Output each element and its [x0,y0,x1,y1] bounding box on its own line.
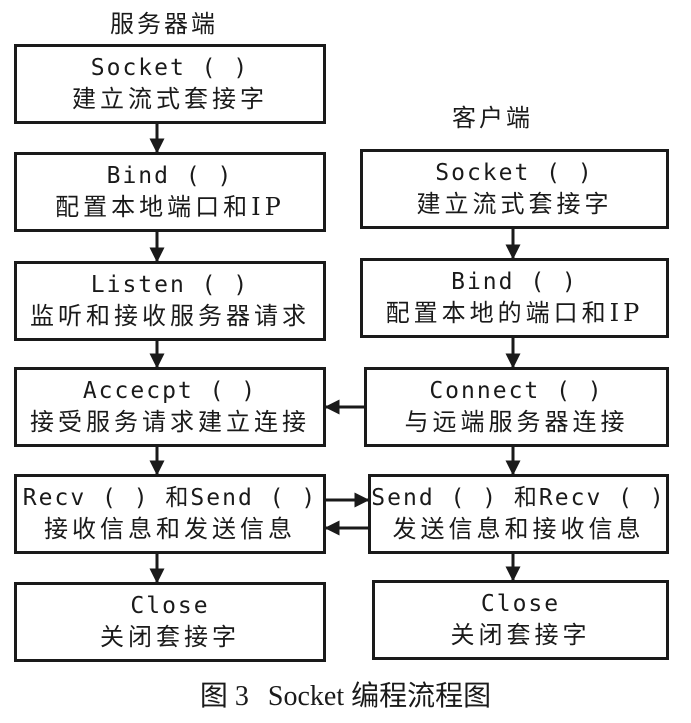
step-function: Socket ( ) [435,160,594,186]
step-function: Connect ( ) [429,378,604,404]
server-socket-step: Socket ( ) 建立流式套接字 [14,44,326,124]
figure-label: 图 3 [199,681,249,712]
step-description: 发送信息和接收信息 [392,515,645,543]
step-function: Send ( ) 和Recv ( ) [371,485,666,511]
step-description: 关闭套接字 [450,621,591,649]
step-function: Listen ( ) [90,272,250,298]
step-description: 配置本地的端口和IP [385,299,644,327]
step-function: Close [130,593,210,619]
step-description: 建立流式套接字 [72,85,268,113]
step-function: Bind ( ) [106,163,234,189]
figure-caption: 图 3 Socket 编程流程图 [0,674,691,714]
server-recv-send-step: Recv ( ) 和Send ( ) 接收信息和发送信息 [14,474,326,554]
client-connect-step: Connect ( ) 与远端服务器连接 [364,367,669,447]
step-function: Recv ( ) 和Send ( ) [22,485,318,511]
step-function: Close [480,591,561,617]
client-close-step: Close 关闭套接字 [372,580,669,660]
step-function: Socket ( ) [90,55,250,81]
server-bind-step: Bind ( ) 配置本地端口和IP [14,152,326,232]
server-column-header: 服务器端 [110,10,218,38]
client-send-recv-step: Send ( ) 和Recv ( ) 发送信息和接收信息 [368,474,669,554]
server-listen-step: Listen ( ) 监听和接收服务器请求 [14,261,326,341]
client-bind-step: Bind ( ) 配置本地的端口和IP [360,258,669,338]
step-description: 关闭套接字 [100,623,240,651]
step-description: 接受服务请求建立连接 [30,408,310,436]
step-function: Accecpt ( ) [82,378,258,404]
step-description: 建立流式套接字 [416,190,613,218]
figure-title: Socket 编程流程图 [267,681,492,712]
step-description: 配置本地端口和IP [55,193,285,221]
step-description: 监听和接收服务器请求 [30,302,310,330]
client-column-header: 客户端 [452,104,533,132]
client-socket-step: Socket ( ) 建立流式套接字 [360,149,669,229]
server-accept-step: Accecpt ( ) 接受服务请求建立连接 [14,367,326,447]
step-description: 与远端服务器连接 [404,408,629,436]
step-function: Bind ( ) [451,269,578,295]
server-close-step: Close 关闭套接字 [14,582,326,662]
step-description: 接收信息和发送信息 [44,515,296,543]
